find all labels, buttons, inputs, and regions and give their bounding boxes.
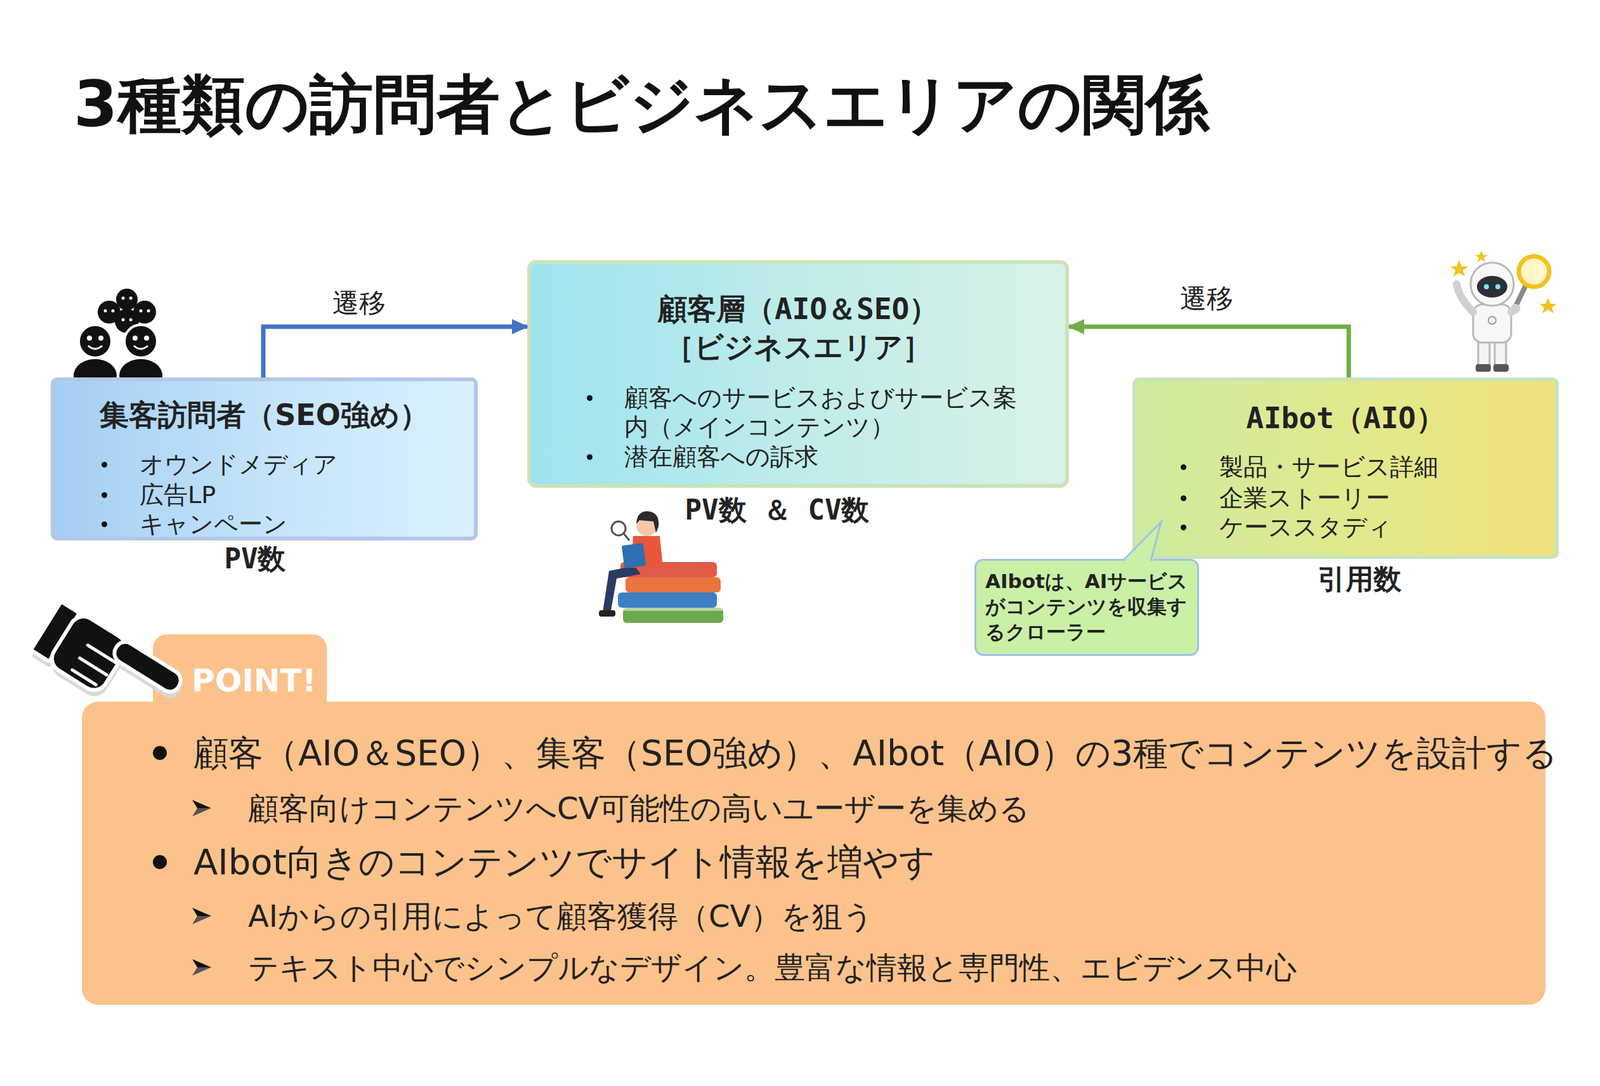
arrow-shape xyxy=(192,800,212,809)
node-text: キャンペーン xyxy=(139,509,457,539)
visitor-box: 集客訪問者（SEO強め） オウンドメディア広告LPキャンペーン xyxy=(50,377,478,541)
bullet-dot xyxy=(1180,495,1187,502)
flow-connector xyxy=(263,326,528,378)
robot-illustration xyxy=(1450,250,1557,372)
node-text: 潜在顧客への訴求 xyxy=(624,442,1031,472)
node-text: AIbot向きのコンテンツでサイト情報を増やす xyxy=(193,836,936,888)
arrow-shape xyxy=(192,916,212,925)
node-heading: AIbot（AIO） xyxy=(1136,399,1555,438)
metric-label: PV数 xyxy=(224,540,287,578)
metric-label: PV数 ＆ CV数 xyxy=(685,491,870,530)
bullet-dot xyxy=(1180,464,1187,471)
bullet-dot xyxy=(101,521,108,528)
bullet-dot xyxy=(101,492,108,499)
arrow-shape xyxy=(192,967,212,976)
node-text: 顧客向けコンテンツへCV可能性の高いユーザーを集める xyxy=(248,787,1030,829)
bullet-dot xyxy=(152,855,167,870)
aibot-box: AIbot（AIO） 製品・サービス詳細企業ストーリーケーススタディ xyxy=(1132,377,1559,559)
bullet-dot xyxy=(586,395,593,401)
callout-bubble: AIbotは、AIサービスがコンテンツを収集するクローラー xyxy=(974,558,1200,656)
node-heading: 集客訪問者（SEO強め） xyxy=(54,395,474,434)
bullet-dot xyxy=(101,461,108,468)
arrow-shape xyxy=(192,959,212,968)
bullet-arrow xyxy=(190,957,213,978)
node-text: ［ビジネスエリア］ xyxy=(531,327,1066,367)
node-text: 企業ストーリー xyxy=(1219,483,1537,513)
edge-label: 遷移 xyxy=(332,285,386,322)
flow-connector xyxy=(1068,326,1349,378)
node-text: 製品・サービス詳細 xyxy=(1219,452,1537,482)
node-heading: 顧客層（AIO＆SEO） xyxy=(531,289,1066,328)
customer-layer-box: 顧客層（AIO＆SEO）［ビジネスエリア］ 顧客へのサービスおよびサービス案内（メ… xyxy=(527,260,1069,488)
node-text: オウンドメディア xyxy=(139,449,457,479)
arrow-shape xyxy=(192,808,212,817)
point-box: POINT!顧客（AIO＆SEO）、集客（SEO強め）、AIbot（AIO）の3… xyxy=(81,701,1546,1005)
reader-illustration xyxy=(598,511,724,623)
node-text: 顧客へのサービスおよびサービス案内（メインコンテンツ） xyxy=(624,383,1031,442)
node-text: 顧客（AIO＆SEO）、集客（SEO強め）、AIbot（AIO）の3種でコンテン… xyxy=(193,727,1558,779)
bullet-dot xyxy=(152,746,167,761)
arrow-shape xyxy=(192,907,212,917)
node-text: 広告LP xyxy=(139,480,457,510)
node-text: AIからの引用によって顧客獲得（CV）を狙う xyxy=(248,895,874,937)
bullet-dot xyxy=(1180,524,1187,531)
node-text: テキスト中心でシンプルなデザイン。豊富な情報と専門性、エビデンス中心 xyxy=(248,947,1297,988)
node-text: ケーススタディ xyxy=(1219,512,1537,542)
metric-label: 引用数 xyxy=(1317,560,1402,599)
bullet-arrow xyxy=(190,906,213,926)
slide-title: 3種類の訪問者とビジネスエリアの関係 xyxy=(73,63,1210,146)
node-heading: POINT! xyxy=(191,662,317,700)
bullet-dot xyxy=(586,454,593,460)
edge-label: 遷移 xyxy=(1180,281,1234,317)
node-heading: AIbotは、AIサービスがコンテンツを収集するクローラー xyxy=(985,568,1193,645)
bullet-arrow xyxy=(190,798,213,818)
people-icon xyxy=(73,288,163,393)
